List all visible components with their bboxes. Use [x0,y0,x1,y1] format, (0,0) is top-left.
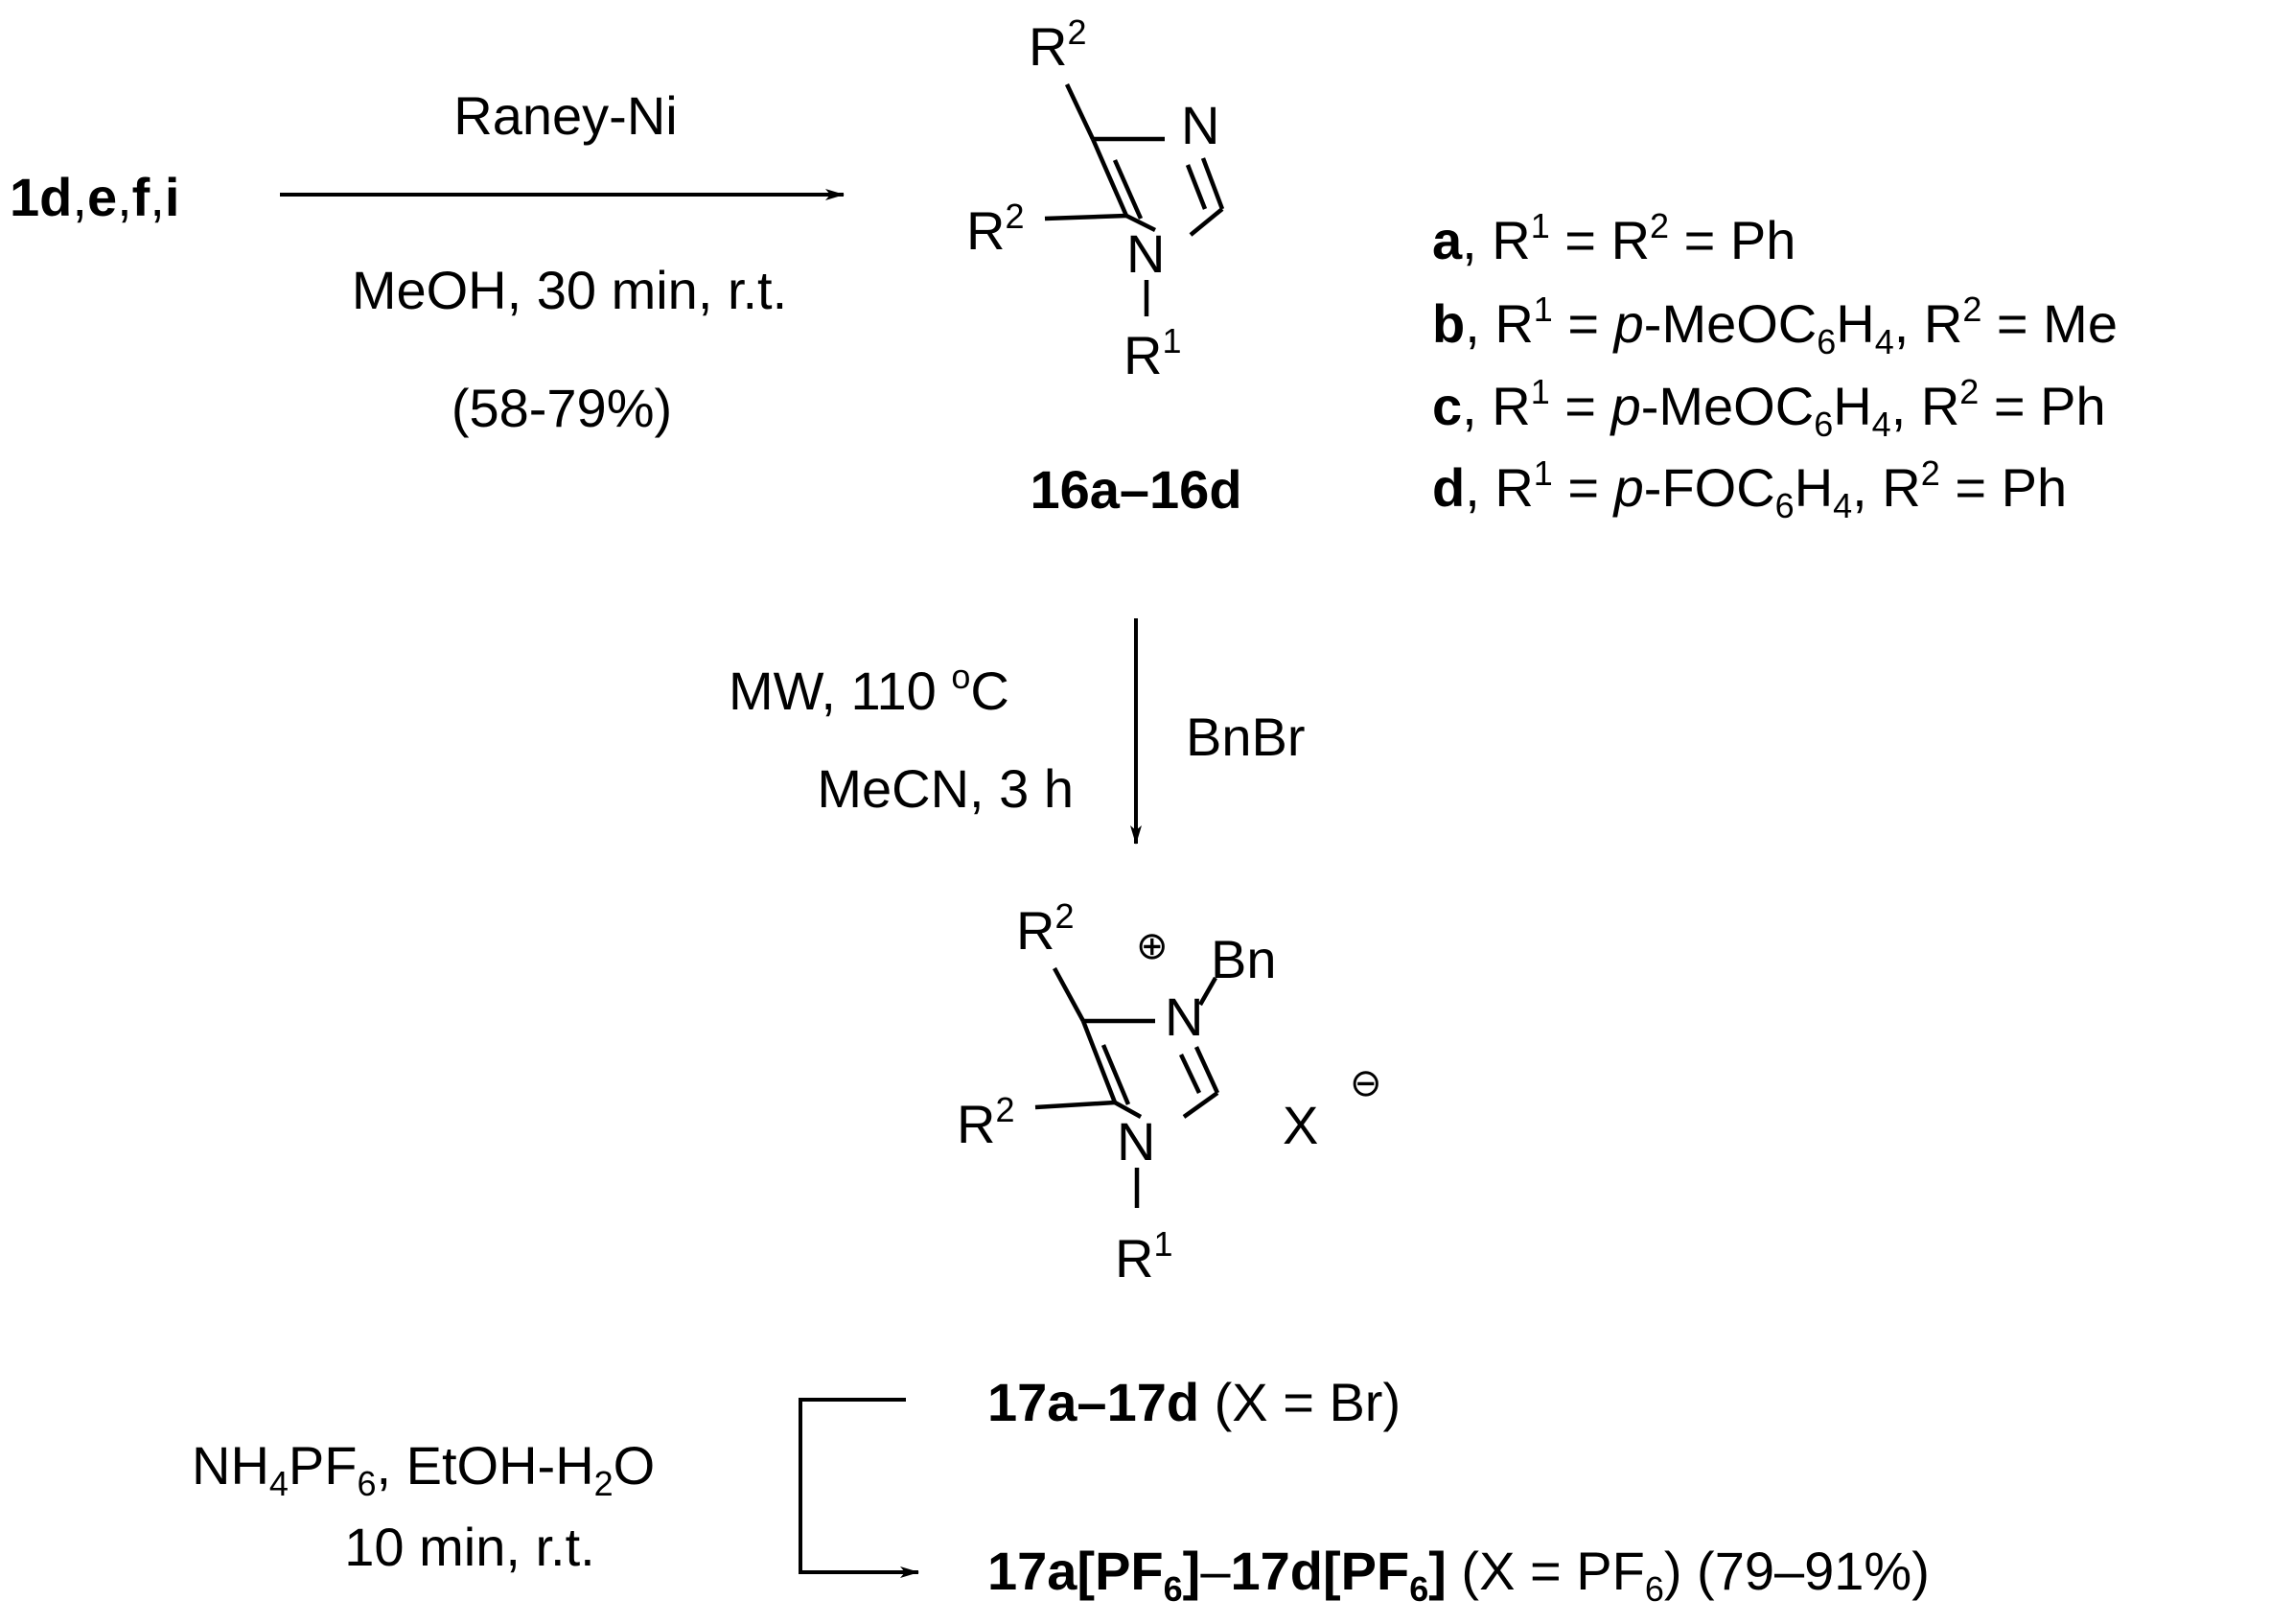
17-r2-top: R2 [1016,896,1074,961]
legend-row-b: b, R1 = p-MeOC6H4, R2 = Me [1432,290,2118,361]
16-n3-atom: N [1181,95,1219,155]
16-r1: R1 [1123,321,1181,385]
starting-material-label: 1d,e,f,i [10,167,179,227]
imidazole-16-structure [1044,83,1225,316]
16-r2-top: R2 [1029,12,1086,77]
17-pf6-compound-label: 17a[PF6]–17d[PF6] (X = PF6) (79–91%) [987,1541,1930,1609]
17-minus-charge: ⊖ [1350,1062,1382,1104]
step3-conditions-line1: NH4PF6, EtOH-H2O [192,1435,655,1503]
step2-conditions-line1: MW, 110 oC [729,657,1009,721]
17-n1-atom: N [1117,1111,1155,1172]
legend-row-a: a, R1 = R2 = Ph [1432,206,1795,270]
substituent-legend: a, R1 = R2 = Ph b, R1 = p-MeOC6H4, R2 = … [1432,206,2118,525]
imidazolium-17-structure [1034,966,1220,1208]
reaction-arrow-step3 [799,1398,919,1578]
step1-yield: (58-79%) [452,378,672,438]
16-n1-atom: N [1126,223,1165,284]
step3-conditions-line2: 10 min, r.t. [344,1517,594,1577]
17-compound-label: 17a–17d (X = Br) [987,1372,1401,1432]
16-r2-left: R2 [966,197,1024,261]
step1-conditions: MeOH, 30 min, r.t. [352,260,787,320]
step2-conditions-line2: MeCN, 3 h [817,758,1074,819]
17-r1: R1 [1115,1224,1172,1288]
17-r2-left: R2 [957,1090,1014,1154]
16-compound-label: 16a–16d [1030,459,1241,520]
step1-reagent: Raney-Ni [453,85,677,146]
legend-row-d: d, R1 = p-FOC6H4, R2 = Ph [1432,453,2067,525]
17-plus-charge: ⊕ [1136,925,1169,967]
legend-row-c: c, R1 = p-MeOC6H4, R2 = Ph [1432,372,2106,444]
17-benzyl: Bn [1211,929,1277,989]
17-n3-atom: N [1165,986,1203,1047]
17-counterion-x: X [1283,1095,1318,1155]
step2-reagent: BnBr [1186,707,1306,767]
